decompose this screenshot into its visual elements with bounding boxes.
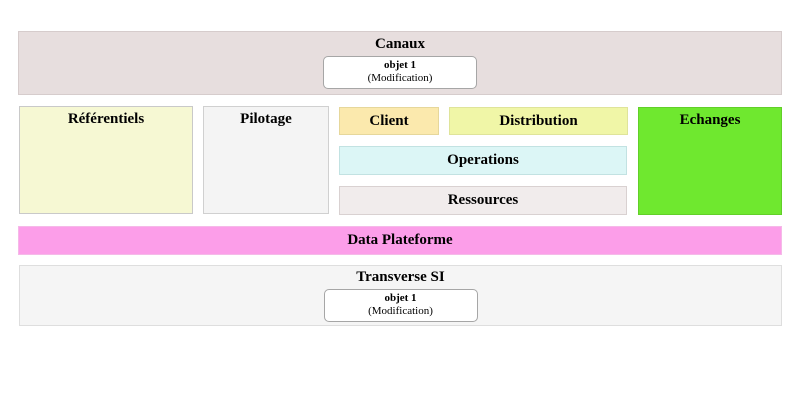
zone-data-plateforme-title: Data Plateforme <box>347 232 453 248</box>
zone-canaux[interactable]: Canaux objet 1 (Modification) <box>18 31 782 95</box>
zone-ressources-title: Ressources <box>447 192 519 208</box>
zone-referentiels-title: Référentiels <box>67 111 145 127</box>
canaux-object-card[interactable]: objet 1 (Modification) <box>323 56 477 89</box>
zone-client-title: Client <box>369 112 409 129</box>
transverse-si-object-action: (Modification) <box>368 305 433 317</box>
zone-pilotage[interactable]: Pilotage <box>203 106 329 214</box>
zone-operations-title: Operations <box>447 152 519 168</box>
zone-transverse-si[interactable]: Transverse SI objet 1 (Modification) <box>19 265 782 326</box>
canaux-object-name: objet 1 <box>383 59 417 71</box>
zone-referentiels[interactable]: Référentiels <box>19 106 193 214</box>
zone-echanges[interactable]: Echanges <box>638 107 782 215</box>
zone-pilotage-title: Pilotage <box>240 111 292 127</box>
zone-canaux-title: Canaux <box>374 36 426 52</box>
transverse-si-object-card[interactable]: objet 1 (Modification) <box>323 289 478 322</box>
transverse-si-object-name: objet 1 <box>384 292 417 304</box>
zone-transverse-si-title: Transverse SI <box>356 269 445 285</box>
zone-data-plateforme[interactable]: Data Plateforme <box>18 226 782 255</box>
zone-ressources[interactable]: Ressources <box>339 186 627 215</box>
canaux-object-action: (Modification) <box>367 72 433 84</box>
zone-distribution[interactable]: Distribution <box>449 107 628 135</box>
zone-echanges-title: Echanges <box>679 112 741 128</box>
zone-distribution-title: Distribution <box>499 112 578 129</box>
zone-client[interactable]: Client <box>339 107 439 135</box>
zone-operations[interactable]: Operations <box>339 146 627 175</box>
